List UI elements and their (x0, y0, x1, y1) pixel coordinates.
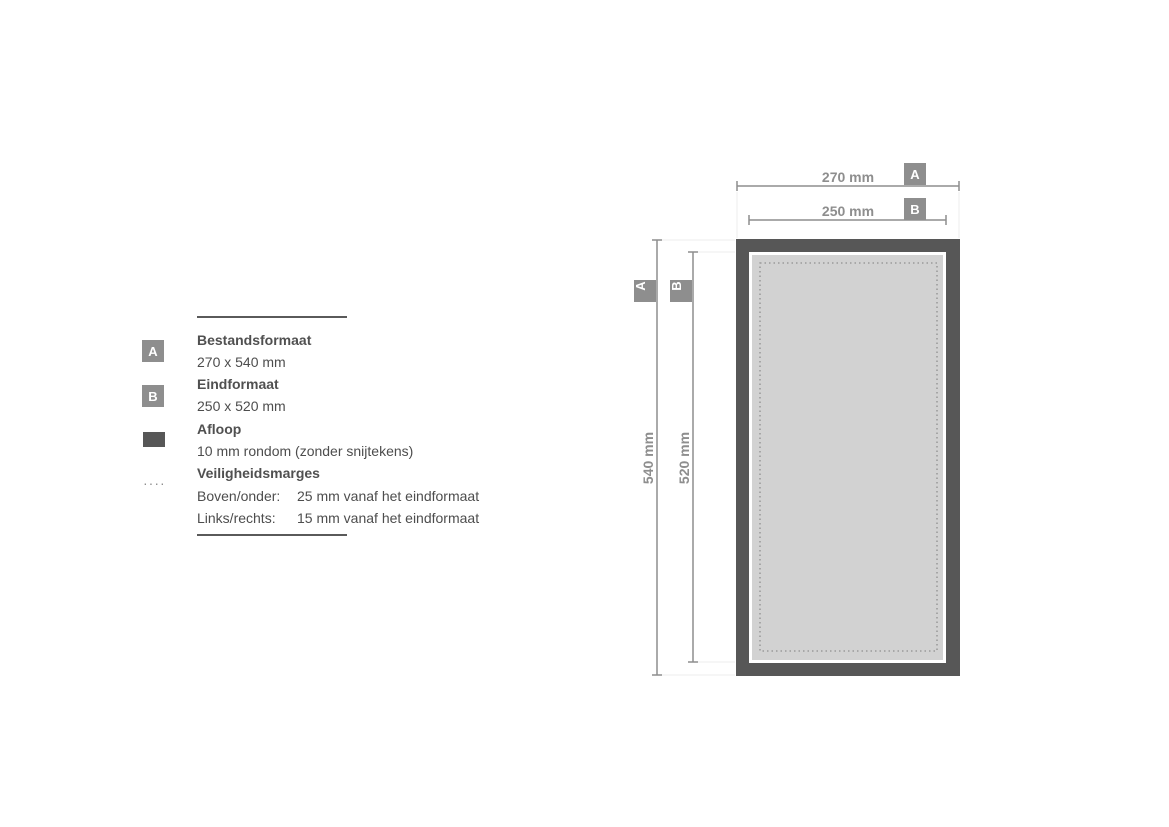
dimension-height-b-label: 520 mm (676, 432, 692, 484)
legend-title-bestandsformaat: Bestandsformaat (197, 332, 312, 348)
legend: A Bestandsformaat 270 x 540 mm B Eindfor… (0, 0, 560, 827)
legend-bottom-rule (197, 534, 347, 536)
legend-value-afloop: 10 mm rondom (zonder snijtekens) (197, 443, 414, 459)
legend-margin-value-vertical: 25 mm vanaf het eindformaat (297, 488, 480, 504)
dimension-height-a: 540 mm A (633, 239, 662, 676)
legend-value-bestandsformaat: 270 x 540 mm (197, 354, 286, 370)
legend-margin-label-horizontal: Links/rechts: (197, 510, 276, 526)
dimension-height-b: 520 mm B (669, 251, 698, 663)
legend-title-veiligheidsmarges: Veiligheidsmarges (197, 465, 320, 481)
dimension-height-a-label: 540 mm (640, 432, 656, 484)
legend-title-eindformaat: Eindformaat (197, 376, 279, 392)
content-area (752, 255, 943, 660)
dotted-line-icon: ···· (143, 475, 166, 491)
dimension-width-a-label: 270 mm (822, 169, 874, 185)
legend-margin-label-vertical: Boven/onder: (197, 488, 281, 504)
bleed-swatch-icon (143, 432, 165, 447)
safety-margin-line (759, 262, 938, 652)
legend-value-eindformaat: 250 x 520 mm (197, 398, 286, 414)
badge-b-left-label: B (669, 281, 684, 290)
badge-a-left-label: A (633, 281, 648, 291)
dimension-width-a: 270 mm A (736, 163, 960, 191)
badge-a-icon: A (142, 340, 164, 362)
badge-a-top-label: A (910, 167, 920, 182)
badge-b-left-icon (670, 280, 692, 302)
legend-margin-value-horizontal: 15 mm vanaf het eindformaat (297, 510, 480, 526)
dimension-width-b: 250 mm B (748, 198, 947, 225)
badge-a-left-icon (634, 280, 656, 302)
legend-top-rule (197, 316, 347, 318)
badge-a-top-icon (904, 163, 926, 185)
dimension-width-b-label: 250 mm (822, 203, 874, 219)
badge-b-icon: B (142, 385, 164, 407)
badge-b-top-icon (904, 198, 926, 220)
legend-title-afloop: Afloop (197, 421, 242, 437)
badge-b-top-label: B (910, 202, 919, 217)
